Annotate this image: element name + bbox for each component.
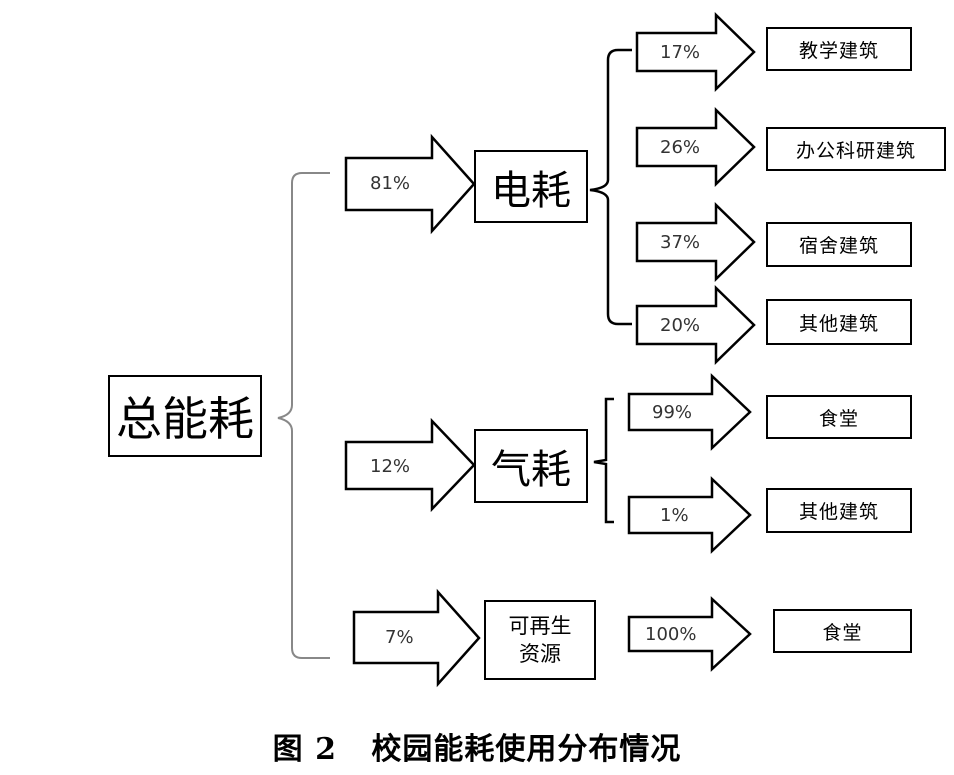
pct-renewable: 7% [385,627,414,648]
electricity-brace [589,48,632,326]
leaf-canteen-gas-label: 食堂 [818,407,859,430]
leaf-teaching: 教学建筑 [766,27,912,71]
arrow-electricity [344,133,476,235]
electricity-node: 电耗 [474,150,588,223]
leaf-dorm-label: 宿舍建筑 [798,235,879,257]
arrow-renewable [352,588,481,688]
leaf-other-gas-label: 其他建筑 [798,501,879,523]
electricity-label: 电耗 [491,167,571,214]
renewable-node: 可再生 资源 [484,600,596,680]
gas-label: 气耗 [491,447,571,493]
arrow-canteen-gas [627,373,752,451]
leaf-other-gas: 其他建筑 [766,488,912,533]
pct-teaching: 17% [660,42,701,63]
pct-other-gas: 1% [660,505,689,526]
pct-gas: 12% [370,456,411,477]
root-brace [277,172,330,659]
figure-caption: 图 2 校园能耗使用分布情况 [272,732,682,767]
leaf-office: 办公科研建筑 [766,127,946,171]
arrow-other-e [635,285,756,365]
renewable-label-line2: 资源 [519,642,561,666]
root-label: 总能耗 [116,392,254,446]
leaf-canteen-renew: 食堂 [773,609,912,653]
leaf-office-label: 办公科研建筑 [795,139,916,162]
pct-canteen-gas: 99% [652,402,693,423]
pct-other-e: 20% [660,315,701,336]
pct-canteen-renew: 100% [645,624,697,645]
renewable-label-line1: 可再生 [508,614,572,638]
gas-brace [593,397,614,524]
arrow-other-gas [627,476,752,554]
arrow-canteen-renew [627,596,752,672]
arrow-gas [344,417,476,513]
pct-dorm: 37% [660,232,701,253]
arrow-dorm [635,202,756,282]
root-node: 总能耗 [108,375,262,457]
leaf-canteen-renew-label: 食堂 [822,621,863,644]
leaf-other-e-label: 其他建筑 [798,312,879,335]
leaf-canteen-gas: 食堂 [766,395,912,439]
leaf-other-e: 其他建筑 [766,299,912,345]
gas-node: 气耗 [474,429,588,503]
pct-electricity: 81% [370,173,411,194]
pct-office: 26% [660,137,701,158]
arrow-teaching [635,12,756,92]
leaf-teaching-label: 教学建筑 [798,39,879,62]
arrow-office [635,107,756,187]
leaf-dorm: 宿舍建筑 [766,222,912,267]
